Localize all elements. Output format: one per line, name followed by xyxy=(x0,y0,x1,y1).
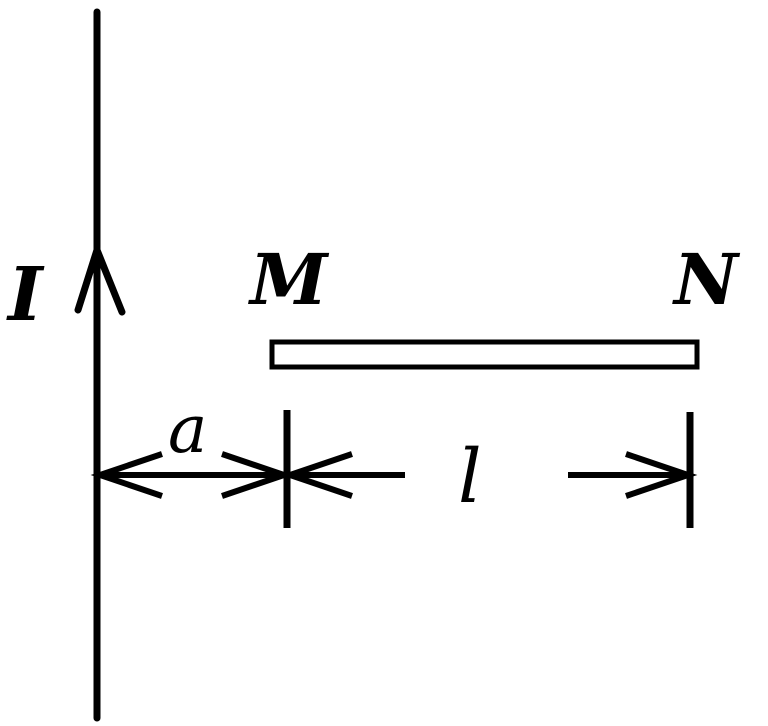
end-m-label: M xyxy=(248,238,330,321)
dimension-l-right-arrow xyxy=(625,451,698,499)
current-label: I xyxy=(6,252,45,338)
current-direction-arrow xyxy=(74,239,126,316)
dimension-a-left-arrow xyxy=(90,451,163,499)
distance-a-label: a xyxy=(168,391,207,468)
end-n-label: N xyxy=(672,238,741,321)
rod-mn xyxy=(269,339,700,370)
length-l-label: l xyxy=(458,434,482,520)
dimension-l-left-arrow xyxy=(280,451,353,499)
